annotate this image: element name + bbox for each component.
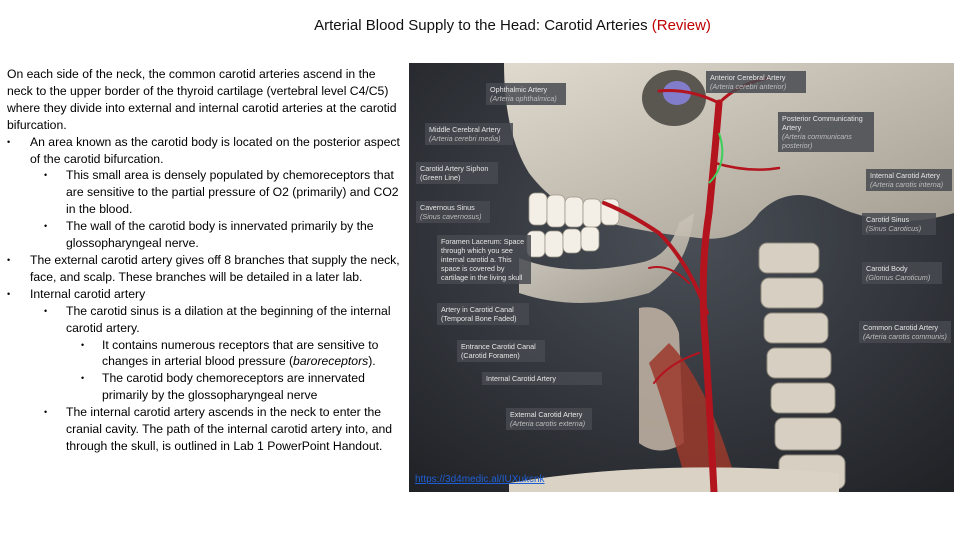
label-common-carotid-artery: Common Carotid Artery (Arteria carotis c…	[859, 321, 951, 343]
bullet-carotid-sinus: The carotid sinus is a dilation at the b…	[7, 303, 403, 337]
label-foramen-lacerum: Foramen Lacerum: Space through which you…	[437, 235, 531, 284]
label-name: Middle Cerebral Artery	[429, 125, 501, 134]
carotid-arteries	[602, 76, 781, 492]
label-latin: (Arteria cerebri anterior)	[710, 82, 787, 91]
label-name: Ophthalmic Artery	[490, 85, 548, 94]
bullet-carotid-body-innervation: The wall of the carotid body is innervat…	[7, 218, 403, 252]
label-internal-carotid-artery-lower: Internal Carotid Artery	[482, 372, 602, 385]
label-latin: (Glomus Caroticum)	[866, 273, 931, 282]
label-anterior-cerebral-artery: Anterior Cerebral Artery (Arteria cerebr…	[706, 71, 806, 93]
label-name: Carotid Sinus	[866, 215, 910, 224]
label-latin: (Arteria communicans posterior)	[782, 132, 852, 150]
label-latin: (Sinus cavernosus)	[420, 212, 482, 221]
cavernous-region	[663, 81, 691, 105]
baroreceptors-text-a: It contains numerous receptors that are …	[102, 337, 379, 369]
label-carotid-body: Carotid Body (Glomus Caroticum)	[862, 262, 942, 284]
label-name: Carotid Body	[866, 264, 908, 273]
bullet-chemoreceptor-innervation: The carotid body chemoreceptors are inne…	[7, 370, 403, 404]
label-cavernous-sinus: Cavernous Sinus (Sinus cavernosus)	[416, 201, 490, 223]
label-name: Anterior Cerebral Artery	[710, 73, 786, 82]
anatomy-figure: Ophthalmic Artery (Arteria ophthalmica) …	[409, 63, 954, 492]
slide-title: Arterial Blood Supply to the Head: Carot…	[0, 17, 960, 34]
label-internal-carotid-artery: Internal Carotid Artery (Arteria carotis…	[866, 169, 952, 191]
label-name: Artery in Carotid Canal (Temporal Bone F…	[441, 305, 517, 323]
label-name: Common Carotid Artery	[863, 323, 939, 332]
intro-paragraph: On each side of the neck, the common car…	[7, 67, 397, 132]
label-name: Internal Carotid Artery	[870, 171, 940, 180]
body-text: On each side of the neck, the common car…	[7, 66, 403, 455]
bullet-internal-carotid-path: The internal carotid artery ascends in t…	[7, 404, 403, 455]
review-tag: (Review)	[651, 17, 711, 34]
label-latin: (Arteria ophthalmica)	[490, 94, 557, 103]
label-name: External Carotid Artery	[510, 410, 583, 419]
title-text: Arterial Blood Supply to the Head: Carot…	[314, 17, 648, 34]
label-name: Foramen Lacerum: Space through which you…	[441, 237, 525, 282]
label-name: Internal Carotid Artery	[486, 374, 556, 383]
label-name: Cavernous Sinus	[420, 203, 475, 212]
label-entrance-carotid-canal: Entrance Carotid Canal (Carotid Foramen)	[457, 340, 545, 362]
clavicle-shape	[509, 467, 839, 492]
label-carotid-siphon: Carotid Artery Siphon (Green Line)	[416, 162, 498, 184]
label-name: Posterior Communicating Artery	[782, 114, 863, 132]
label-name: Carotid Artery Siphon (Green Line)	[420, 164, 489, 182]
bullet-carotid-body: An area known as the carotid body is loc…	[7, 134, 403, 168]
bullet-external-carotid: The external carotid artery gives off 8 …	[7, 252, 403, 286]
label-name: Entrance Carotid Canal (Carotid Foramen)	[461, 342, 536, 360]
label-ophthalmic-artery: Ophthalmic Artery (Arteria ophthalmica)	[486, 83, 566, 105]
label-latin: (Arteria carotis communis)	[863, 332, 947, 341]
bullet-chemoreceptors: This small area is densely populated by …	[7, 167, 403, 218]
source-link[interactable]: https://3d4medic.al/IUXukcnk	[415, 474, 545, 485]
skull-shape	[504, 63, 954, 239]
baroreceptors-text-b: ).	[368, 354, 376, 369]
label-artery-carotid-canal: Artery in Carotid Canal (Temporal Bone F…	[437, 303, 529, 325]
mandible-shape	[519, 213, 694, 303]
bullet-baroreceptors: It contains numerous receptors that are …	[7, 337, 403, 371]
label-latin: (Sinus Caroticus)	[866, 224, 922, 233]
carotid-siphon-line	[708, 132, 724, 184]
sternocleidomastoid	[649, 343, 739, 492]
label-posterior-communicating-artery: Posterior Communicating Artery (Arteria …	[778, 112, 874, 152]
label-latin: (Arteria cerebri media)	[429, 134, 501, 143]
bullet-internal-carotid: Internal carotid artery	[7, 286, 403, 303]
baroreceptors-term: baroreceptors	[293, 354, 369, 369]
label-latin: (Arteria carotis externa)	[510, 419, 586, 428]
teeth	[526, 192, 620, 258]
label-external-carotid-artery: External Carotid Artery (Arteria carotis…	[506, 408, 592, 430]
label-middle-cerebral-artery: Middle Cerebral Artery (Arteria cerebri …	[425, 123, 513, 145]
label-carotid-sinus: Carotid Sinus (Sinus Caroticus)	[862, 213, 936, 235]
label-latin: (Arteria carotis interna)	[870, 180, 944, 189]
